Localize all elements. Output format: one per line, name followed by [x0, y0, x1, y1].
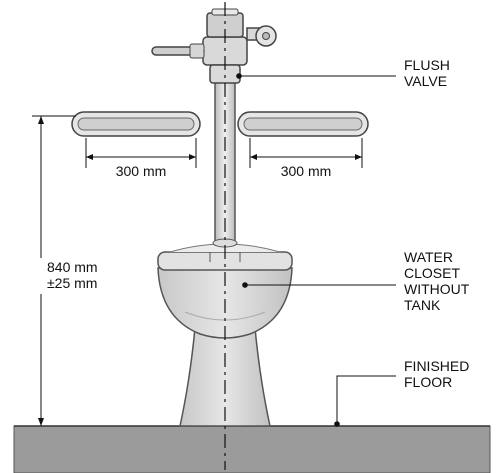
- water-closet-label-line4: TANK: [404, 297, 441, 313]
- right-dim-label: 300 mm: [281, 163, 332, 179]
- height-dim-label-bg: [26, 258, 88, 294]
- left-dim-arrow-r: [189, 154, 196, 160]
- floor-slab: [13, 425, 491, 473]
- left-dim-arrow-l: [86, 154, 93, 160]
- stop-valve-hub: [262, 32, 270, 40]
- flush-valve-label-line1: FLUSH: [404, 57, 450, 73]
- flush-valve-label-line2: VALVE: [404, 73, 447, 89]
- water-closet-label-line3: WITHOUT: [404, 281, 470, 297]
- water-closet-leader-dot: [242, 282, 248, 288]
- finished-floor-leader-dot: [334, 421, 340, 427]
- right-dim-arrow-r: [355, 154, 362, 160]
- right-grab-bar-inner: [243, 117, 363, 131]
- handle-collar: [189, 43, 205, 59]
- height-dim-label-line2: ±25 mm: [47, 275, 97, 291]
- finished-floor-leader: [336, 375, 396, 424]
- finished-floor-label-line2: FLOOR: [404, 374, 452, 390]
- height-dim-arrow-top: [38, 116, 44, 124]
- right-dim-label-bg: [268, 162, 344, 180]
- left-grab-bar-inner: [77, 117, 195, 131]
- left-dim-label: 300 mm: [116, 163, 167, 179]
- water-closet-label-line1: WATER: [404, 249, 453, 265]
- left-dim-label-bg: [104, 162, 178, 180]
- height-dim-arrow-bottom: [38, 418, 44, 426]
- height-dim-label-line1: 840 mm: [47, 259, 98, 275]
- finished-floor-label-line1: FINISHED: [404, 358, 469, 374]
- right-dim-arrow-l: [250, 154, 257, 160]
- toilet-pedestal: [179, 327, 271, 427]
- flush-valve-leader-dot: [236, 73, 242, 79]
- water-closet-label-line2: CLOSET: [404, 265, 460, 281]
